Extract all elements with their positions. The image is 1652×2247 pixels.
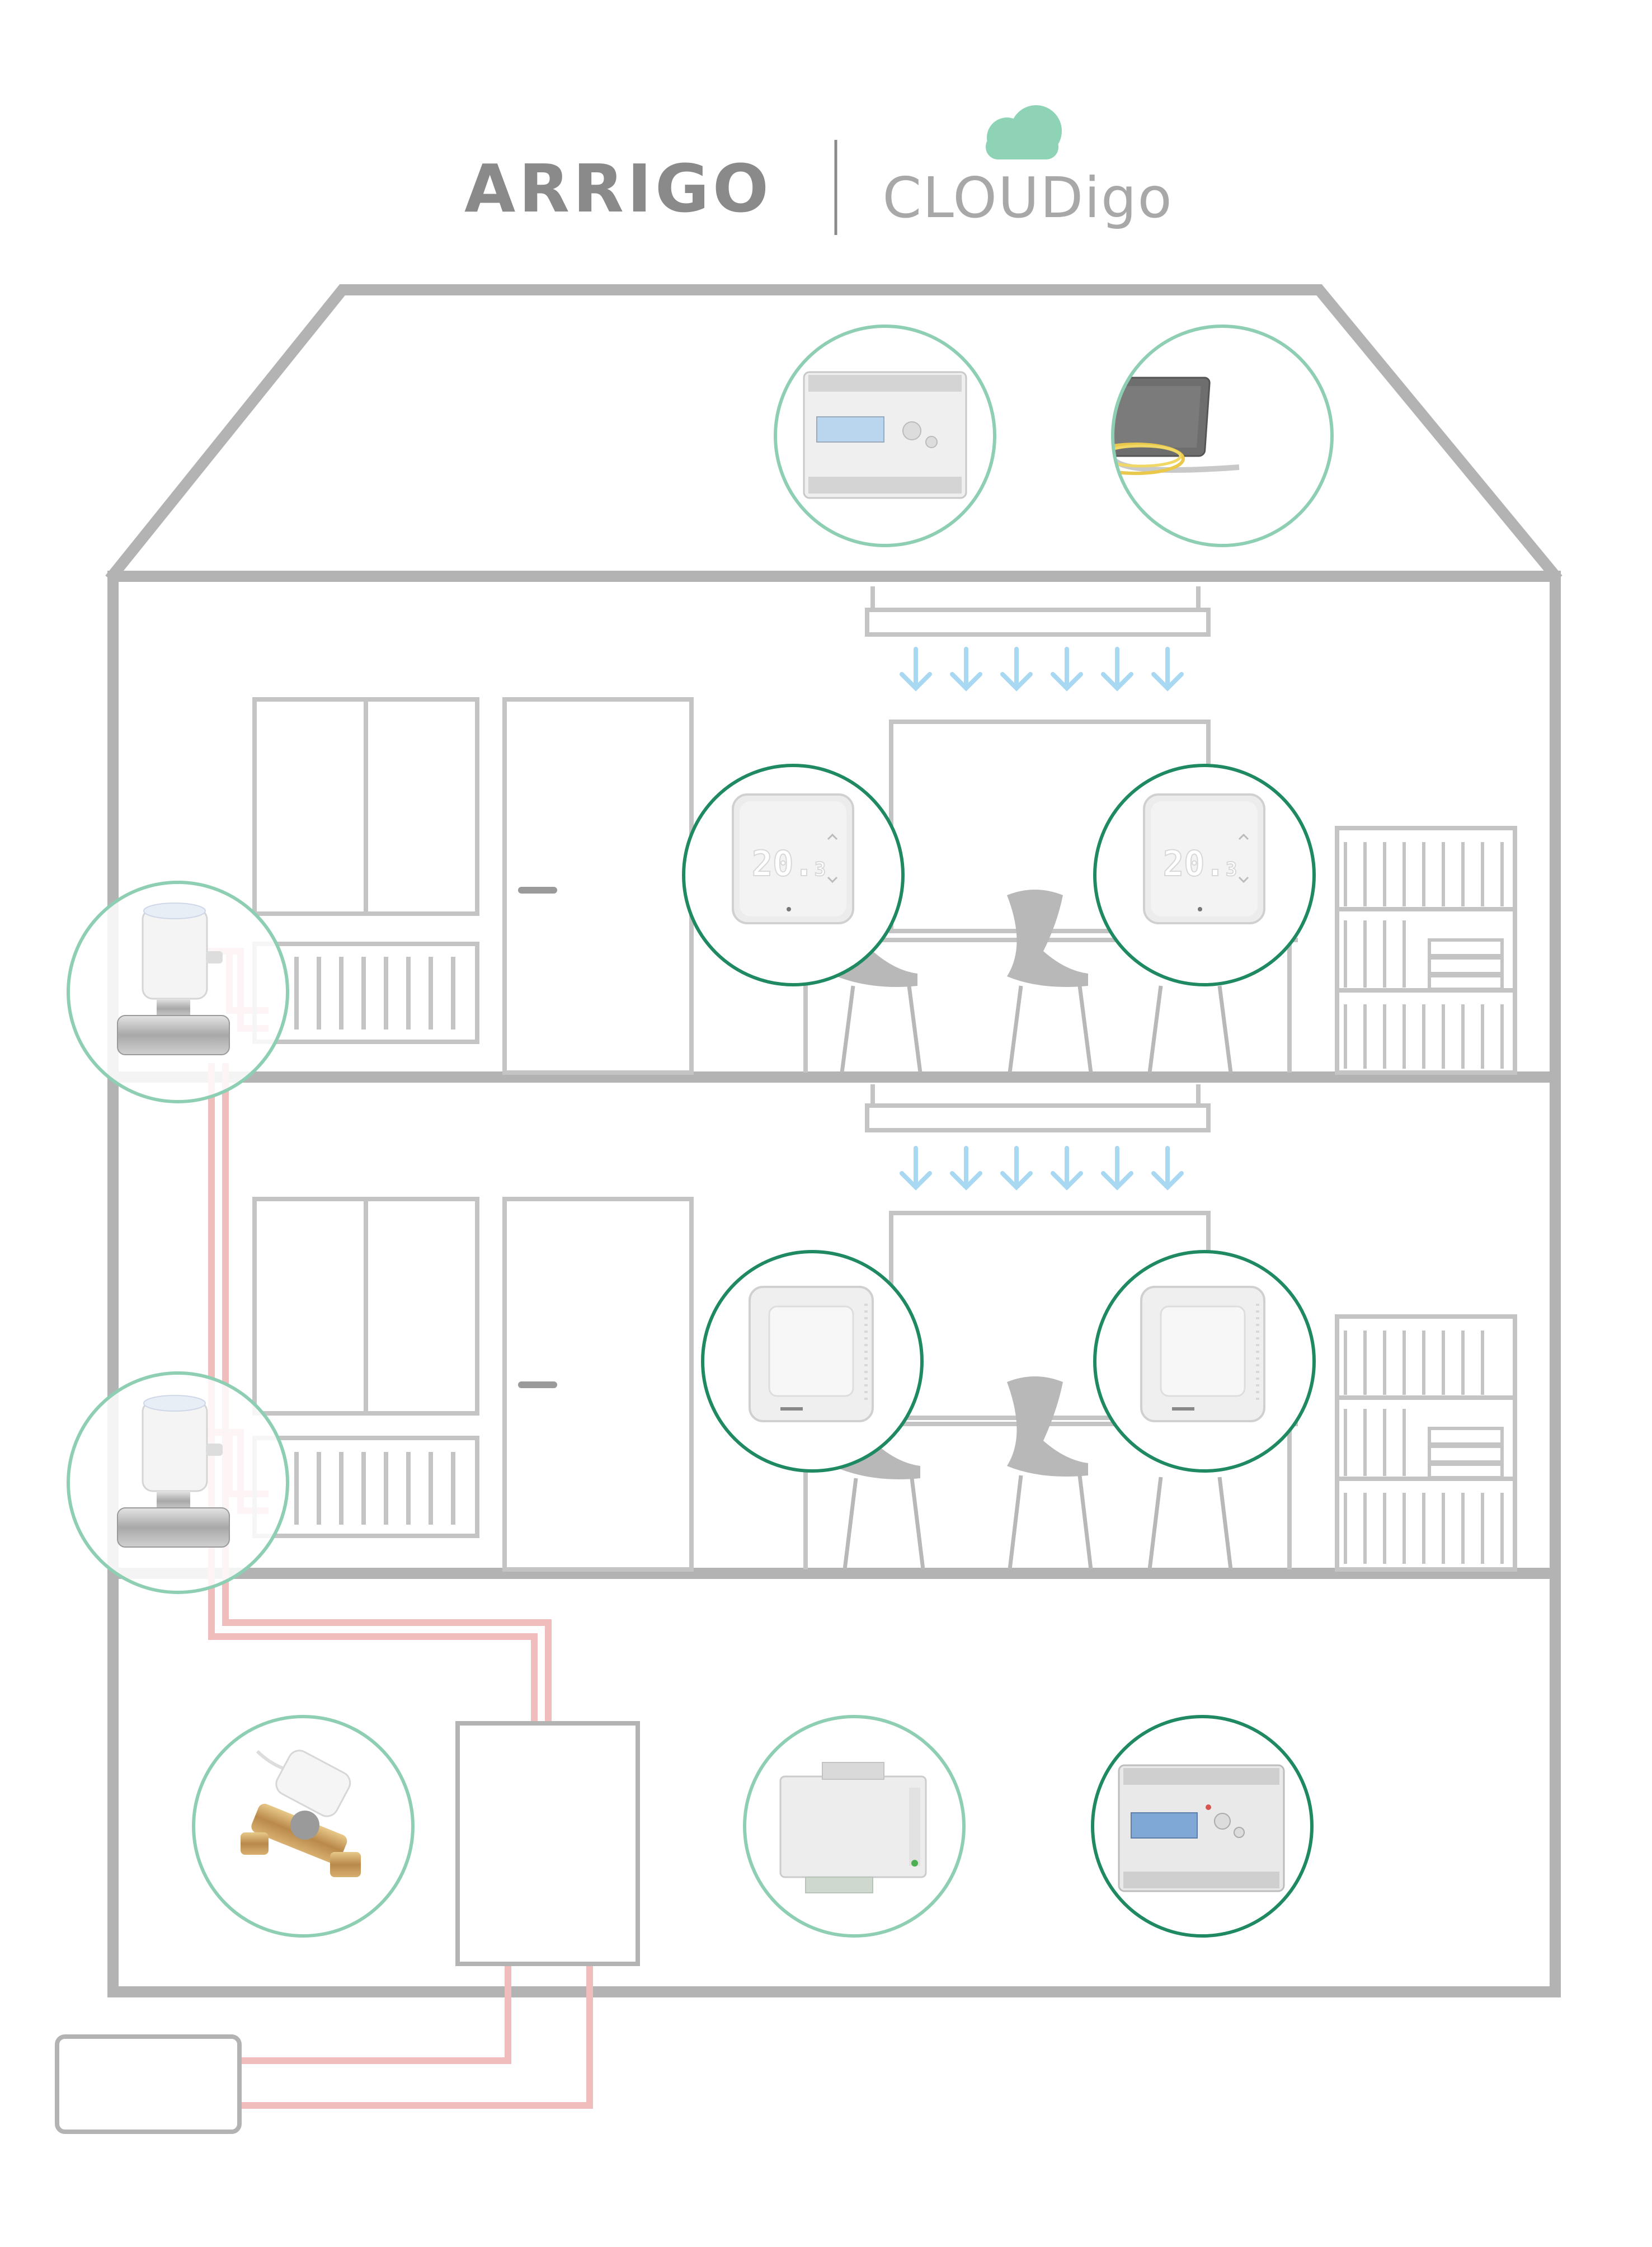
- attic-touch-panel[interactable]: [1088, 325, 1334, 547]
- heat-exchanger-cabinet: [455, 1721, 640, 1966]
- room-thermostat-icon: 20.3: [1143, 793, 1265, 924]
- attic-controller[interactable]: [774, 325, 996, 547]
- basement-io-module[interactable]: [743, 1715, 966, 1938]
- balancing-valve-icon: [241, 1750, 361, 1877]
- house-outline: [105, 284, 1562, 1997]
- room-sensor-icon: [1140, 1286, 1265, 1422]
- middle-sensor-right[interactable]: [1093, 1250, 1316, 1473]
- middle-sensor-left[interactable]: [701, 1250, 924, 1473]
- door: [502, 1197, 694, 1572]
- door: [502, 697, 694, 1075]
- airflow-arrows-middle: [900, 1146, 1184, 1191]
- header: ARRIGO CLOUDigo: [464, 105, 1173, 235]
- controller-with-display-icon: [1118, 1764, 1285, 1892]
- room-thermostat-icon: 20.3: [732, 793, 854, 924]
- bookshelf: [1335, 1314, 1517, 1572]
- cloud-icon: [986, 105, 1062, 159]
- basement-balancing-valve[interactable]: [192, 1715, 415, 1938]
- bookshelf: [1335, 826, 1517, 1075]
- ventilation-middle: [865, 1084, 1211, 1191]
- external-unit: [55, 2034, 242, 2134]
- upper-radiator-actuator[interactable]: [67, 881, 289, 1103]
- airflow-arrows-upper: [900, 647, 1184, 692]
- io-module-icon: [779, 1762, 927, 1893]
- room-sensor-icon: [749, 1286, 874, 1422]
- ventilation-upper: [865, 586, 1211, 692]
- upper-floor-furniture: [252, 697, 1517, 1075]
- upper-thermostat-left[interactable]: 20.3: [682, 764, 905, 986]
- controller-with-display-icon: [803, 371, 967, 499]
- middle-radiator-actuator[interactable]: [67, 1371, 289, 1594]
- basement-controller[interactable]: [1091, 1715, 1314, 1938]
- thermostat-reading: 20.3: [752, 843, 826, 884]
- brand-cloudigo: CLOUDigo: [882, 165, 1173, 231]
- brand-arrigo: ARRIGO: [464, 150, 772, 227]
- upper-thermostat-right[interactable]: 20.3: [1093, 764, 1316, 986]
- thermostat-reading: 20.3: [1163, 843, 1237, 884]
- radiator-actuator-icon: [117, 1395, 230, 1548]
- radiator-actuator-icon: [117, 902, 230, 1055]
